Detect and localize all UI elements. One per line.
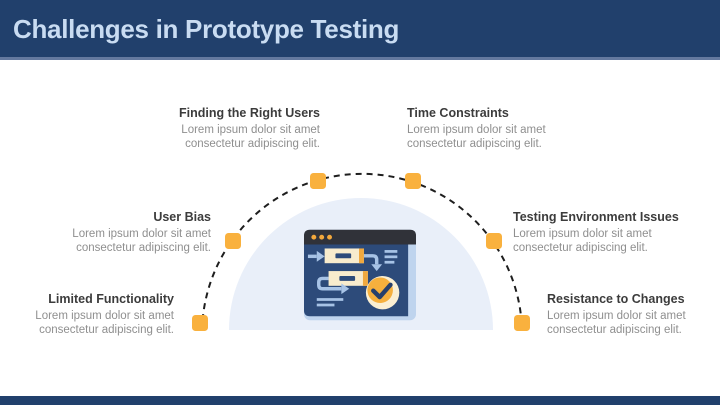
page-title: Challenges in Prototype Testing [13,14,400,44]
flowchart [307,248,400,310]
arc-node-marker [514,315,530,331]
list-lines [384,250,398,264]
challenge-item-testing-environment: Testing Environment Issues Lorem ipsum d… [513,210,703,255]
bottom-lines [316,298,344,307]
arc-node-marker [192,315,208,331]
prototype-window-icon [304,228,416,322]
arc-node-marker [225,233,241,249]
challenge-title: User Bias [153,210,211,224]
footer-bar [0,396,720,405]
window-titlebar [304,229,416,245]
challenge-item-limited-functionality: Limited Functionality Lorem ipsum dolor … [0,292,174,337]
challenge-title: Limited Functionality [48,292,174,306]
challenge-title: Finding the Right Users [179,106,320,120]
challenge-item-finding-right-users: Finding the Right Users Lorem ipsum dolo… [130,106,320,151]
flow-box-1 [324,248,364,264]
challenge-description: Lorem ipsum dolor sit amet consectetur a… [181,124,320,150]
challenge-item-user-bias: User Bias Lorem ipsum dolor sit amet con… [21,210,211,255]
challenge-description: Lorem ipsum dolor sit amet consectetur a… [35,310,174,336]
challenge-title: Resistance to Changes [547,292,685,306]
challenge-item-resistance-to-changes: Resistance to Changes Lorem ipsum dolor … [547,292,720,337]
challenge-description: Lorem ipsum dolor sit amet consectetur a… [407,124,546,150]
titlebar-dots [311,234,332,240]
challenge-description: Lorem ipsum dolor sit amet consectetur a… [72,228,211,254]
arc-node-marker [405,173,421,189]
challenge-title: Time Constraints [407,106,509,120]
challenge-description: Lorem ipsum dolor sit amet consectetur a… [513,228,652,254]
challenge-description: Lorem ipsum dolor sit amet consectetur a… [547,310,686,336]
flow-box-2 [328,271,368,286]
check-badge-icon [365,275,400,310]
arc-node-marker [486,233,502,249]
slide-header: Challenges in Prototype Testing [0,0,720,60]
challenge-title: Testing Environment Issues [513,210,679,224]
challenge-item-time-constraints: Time Constraints Lorem ipsum dolor sit a… [407,106,597,151]
arc-node-marker [310,173,326,189]
